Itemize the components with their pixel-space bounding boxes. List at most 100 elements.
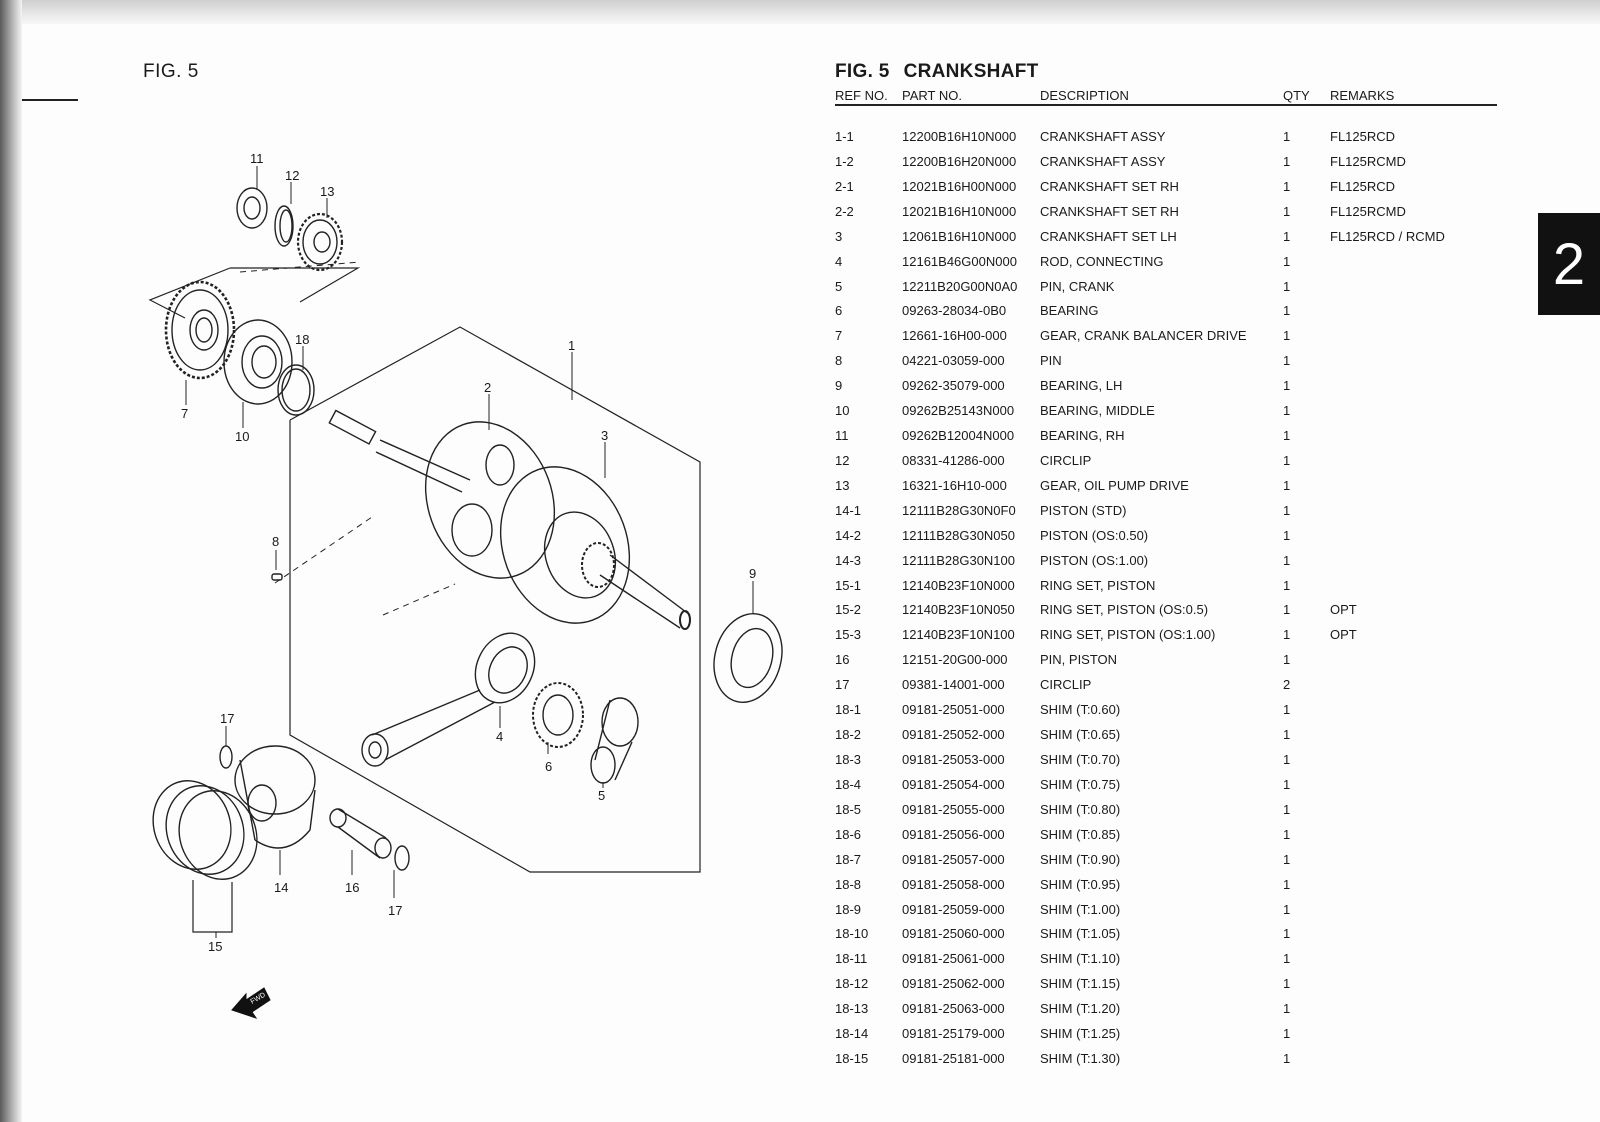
description-cell: BEARING: [1040, 303, 1099, 319]
remarks-cell: OPT: [1330, 627, 1357, 643]
part-no-cell: 09181-25058-000: [902, 876, 1005, 892]
description-cell: RING SET, PISTON: [1040, 577, 1156, 593]
ref-no-cell: 18-7: [835, 851, 862, 867]
part-no-cell: 12111B28G30N050: [902, 527, 1016, 543]
scan-shadow-top: [0, 0, 1600, 24]
ref-no-cell: 11: [835, 428, 849, 444]
qty-cell: 1: [1283, 876, 1291, 892]
qty-cell: 1: [1283, 652, 1291, 668]
qty-cell: 1: [1283, 378, 1291, 394]
ref-no-cell: 18-13: [835, 1001, 869, 1017]
part-no-cell: 12661-16H00-000: [902, 328, 1007, 344]
description-cell: CIRCLIP: [1040, 452, 1092, 468]
ref-no-cell: 17: [835, 677, 850, 693]
circlip-icon: [274, 205, 294, 247]
ref-no-cell: 18-5: [835, 801, 862, 817]
remarks-cell: FL125RCD: [1330, 129, 1396, 144]
callout-10: 10: [235, 429, 249, 444]
part-no-cell: 12211B20G00N0A0: [902, 278, 1018, 294]
part-no-cell: 09262B25143N000: [902, 403, 1015, 419]
ref-no-cell: 18-11: [835, 951, 868, 967]
qty-cell: 1: [1283, 278, 1291, 294]
description-cell: PIN, PISTON: [1040, 652, 1118, 668]
description-cell: PISTON (STD): [1040, 502, 1127, 518]
qty-cell: 1: [1283, 926, 1291, 942]
col-header-qty: QTY: [1283, 88, 1310, 103]
crankshaft-assy-icon: [328, 409, 691, 630]
qty-cell: 1: [1283, 951, 1291, 967]
circlip-lower-icon: [394, 845, 410, 871]
ref-no-cell: 8: [835, 353, 843, 369]
col-header-remarks: REMARKS: [1330, 88, 1395, 103]
ref-no-cell: 15-3: [835, 627, 862, 643]
callout-9: 9: [749, 566, 756, 581]
qty-cell: 1: [1283, 178, 1291, 194]
ref-no-cell: 5: [835, 278, 843, 294]
description-cell: SHIM (T:0.75): [1040, 776, 1121, 792]
description-cell: SHIM (T:1.25): [1040, 1026, 1121, 1042]
ref-no-cell: 14-3: [835, 552, 862, 568]
ref-no-cell: 1-2: [835, 153, 854, 169]
fwd-arrow-icon: FWD: [231, 987, 271, 1019]
part-no-cell: 12200B16H20N000: [902, 153, 1017, 169]
remarks-cell: FL125RCMD: [1330, 203, 1406, 219]
description-cell: BEARING, MIDDLE: [1040, 403, 1155, 419]
qty-cell: 1: [1283, 826, 1291, 842]
bearing-lh-icon: [713, 613, 783, 703]
col-header-part: PART NO.: [902, 88, 962, 103]
description-cell: CRANKSHAFT ASSY: [1040, 129, 1166, 144]
description-cell: SHIM (T:0.85): [1040, 826, 1121, 842]
part-no-cell: 04221-03059-000: [902, 353, 1005, 369]
col-header-desc: DESCRIPTION: [1040, 88, 1129, 103]
part-no-cell: 12061B16H10N000: [902, 228, 1017, 244]
description-cell: SHIM (T:0.70): [1040, 752, 1121, 767]
qty-cell: 1: [1283, 303, 1291, 319]
ref-no-cell: 10: [835, 403, 850, 419]
shim-icon: [277, 364, 315, 416]
part-no-cell: 09181-25051-000: [902, 702, 1005, 718]
callout-4: 4: [496, 729, 503, 744]
ref-no-cell: 2-2: [835, 203, 854, 219]
description-cell: CRANKSHAFT SET LH: [1040, 228, 1177, 244]
part-no-cell: 09181-25053-000: [902, 752, 1005, 767]
qty-cell: 1: [1283, 527, 1291, 543]
bearing-middle-icon: [223, 319, 293, 405]
part-no-cell: 12111B28G30N100: [902, 552, 1016, 568]
qty-cell: 1: [1283, 552, 1291, 568]
circlip-upper-icon: [219, 745, 233, 769]
left-page-rule: [22, 99, 78, 101]
ref-no-cell: 2-1: [835, 178, 854, 194]
qty-cell: 1: [1283, 428, 1291, 444]
left-fig-label: FIG. 5: [143, 61, 199, 82]
description-cell: BEARING, RH: [1040, 428, 1125, 444]
ref-no-cell: 18-3: [835, 752, 862, 767]
remarks-cell: OPT: [1330, 602, 1357, 618]
description-cell: SHIM (T:1.15): [1040, 976, 1121, 992]
description-cell: GEAR, CRANK BALANCER DRIVE: [1040, 328, 1247, 344]
ref-no-cell: 12: [835, 452, 850, 468]
exploded-diagram: FWD 11 12 13 1 2 3 18 7 10 8 9 4 6 5 17 …: [148, 151, 783, 1019]
callout-14: 14: [274, 880, 288, 895]
qty-cell: 1: [1283, 1001, 1291, 1017]
remarks-cell: FL125RCD / RCMD: [1330, 228, 1445, 244]
callout-18: 18: [295, 332, 309, 347]
description-cell: SHIM (T:1.05): [1040, 926, 1121, 942]
qty-cell: 1: [1283, 153, 1291, 169]
callout-17-lower: 17: [388, 903, 402, 918]
part-no-cell: 09181-25060-000: [902, 926, 1005, 942]
piston-pin-icon: [329, 808, 392, 859]
callout-8: 8: [272, 534, 279, 549]
description-cell: SHIM (T:0.90): [1040, 851, 1121, 867]
description-cell: SHIM (T:0.80): [1040, 801, 1121, 817]
description-cell: SHIM (T:0.60): [1040, 702, 1121, 718]
description-cell: PISTON (OS:1.00): [1040, 552, 1149, 568]
part-no-cell: 12151-20G00-000: [902, 652, 1008, 668]
group-frame: [289, 326, 701, 873]
ref-no-cell: 14-1: [835, 502, 862, 518]
part-no-cell: 12140B23F10N050: [902, 602, 1015, 618]
qty-cell: 1: [1283, 228, 1291, 244]
description-cell: PISTON (OS:0.50): [1040, 527, 1149, 543]
part-no-cell: 16321-16H10-000: [902, 477, 1007, 493]
part-no-cell: 12200B16H10N000: [902, 129, 1017, 144]
